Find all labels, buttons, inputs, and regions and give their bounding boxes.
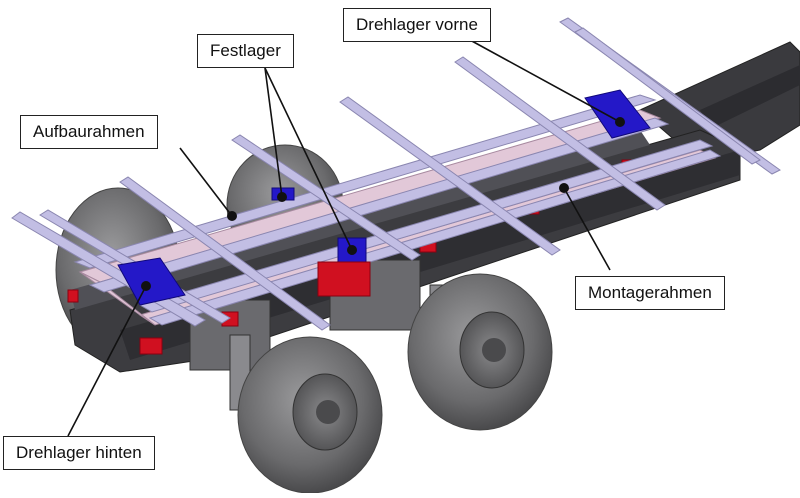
bearings [117, 89, 651, 306]
label-festlager: Festlager [197, 34, 294, 68]
subframe [11, 17, 781, 331]
label-drehlager-vorne: Drehlager vorne [343, 8, 491, 42]
callout-dots [141, 117, 625, 291]
front-tires [237, 273, 553, 494]
callout-lines [67, 39, 621, 437]
label-drehlager-hinten: Drehlager hinten [3, 436, 155, 470]
label-aufbaurahmen: Aufbaurahmen [20, 115, 158, 149]
label-montagerahmen: Montagerahmen [575, 276, 725, 310]
